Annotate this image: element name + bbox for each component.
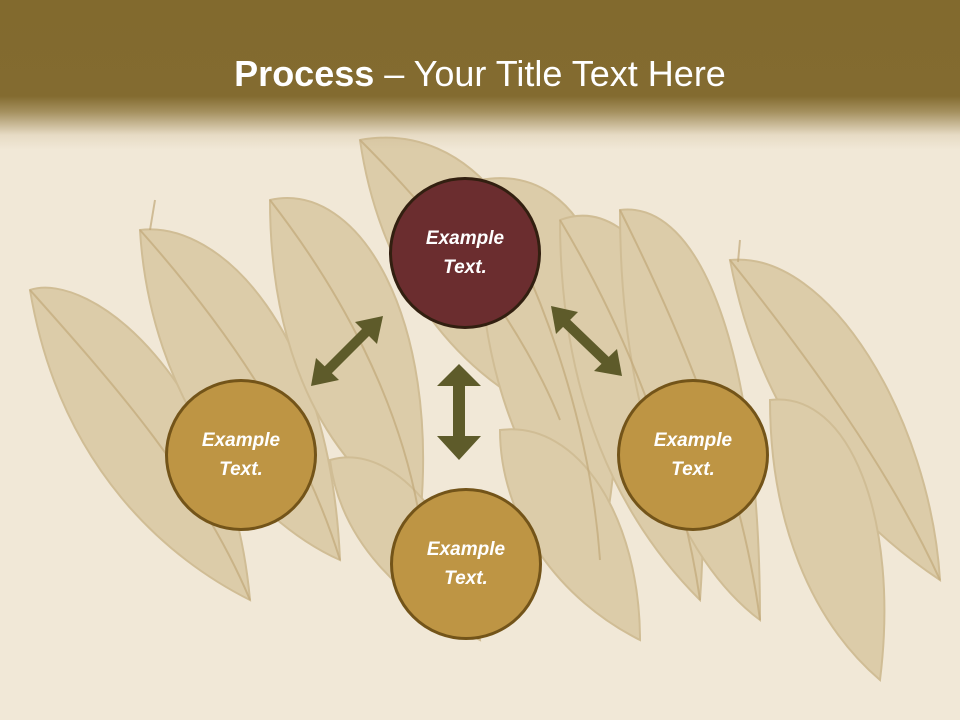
title-bar <box>0 0 960 150</box>
title-bold-part: Process <box>234 53 375 94</box>
slide-title: Process – Your Title Text Here <box>0 52 960 96</box>
title-rest-part: – Your Title Text Here <box>374 53 726 94</box>
node-label: Example Text. <box>426 539 506 589</box>
process-node-right: Example Text. <box>617 379 769 531</box>
process-node-bottom: Example Text. <box>390 488 542 640</box>
arrow-top-bottom <box>437 364 481 460</box>
node-label: Example Text. <box>653 430 733 480</box>
arrow-top-left <box>311 316 383 386</box>
process-node-left: Example Text. <box>165 379 317 531</box>
arrow-top-right <box>551 306 622 376</box>
process-node-top: Example Text. <box>389 177 541 329</box>
node-label: Example Text. <box>425 228 505 278</box>
node-label: Example Text. <box>201 430 281 480</box>
